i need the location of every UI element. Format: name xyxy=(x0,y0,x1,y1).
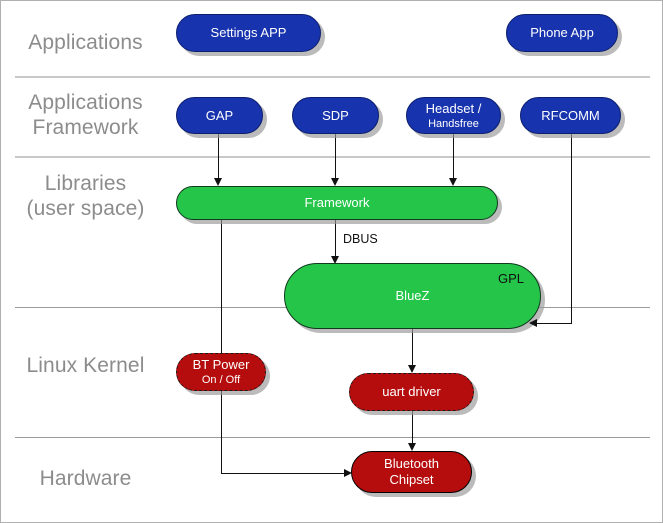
edge-bluez-to-uart-line xyxy=(412,329,413,366)
edge-rfcomm-to-bluez-hline xyxy=(535,323,572,324)
edge-gap-to-framework-arrow xyxy=(213,178,222,186)
node-bluez-license-tag: GPL xyxy=(497,271,524,286)
node-bt-power-subtitle: On / Off xyxy=(201,374,241,386)
node-bt-power[interactable]: BT Power On / Off xyxy=(176,353,266,391)
node-framework-title: Framework xyxy=(304,195,370,210)
node-sdp[interactable]: SDP xyxy=(292,97,379,134)
node-settings-app[interactable]: Settings APP xyxy=(176,14,321,52)
edge-sdp-to-framework-line xyxy=(335,134,336,179)
node-phone-app[interactable]: Phone App xyxy=(506,14,618,52)
layer-label-libraries: Libraries (user space) xyxy=(26,172,145,220)
edge-headset-to-framework-arrow xyxy=(448,178,457,186)
node-bt-power-title: BT Power xyxy=(192,357,250,372)
node-sdp-title: SDP xyxy=(322,107,349,123)
layer-label-linux-kernel: Linux Kernel xyxy=(26,354,145,377)
layer-label-applications: Applications xyxy=(28,31,143,54)
node-rfcomm-title: RFCOMM xyxy=(541,107,600,123)
node-framework[interactable]: Framework xyxy=(176,186,498,220)
node-gap[interactable]: GAP xyxy=(176,97,263,134)
node-rfcomm[interactable]: RFCOMM xyxy=(520,97,621,134)
edge-framework-to-bluez-arrow xyxy=(330,256,339,264)
edge-uart-to-chipset-arrow xyxy=(407,443,416,451)
edge-uart-to-chipset-line xyxy=(412,411,413,444)
edge-rfcomm-to-bluez-arrow xyxy=(529,318,537,327)
edge-rfcomm-to-bluez-vline xyxy=(571,134,572,324)
edge-gap-to-framework-line xyxy=(218,134,219,179)
divider-kernel xyxy=(15,437,650,438)
edge-bluez-to-uart-arrow xyxy=(407,365,416,373)
edge-sdp-to-framework-arrow xyxy=(330,178,339,186)
node-uart-driver-title: uart driver xyxy=(382,384,441,399)
node-headset-handsfree-subtitle: Handsfree xyxy=(428,117,479,130)
node-uart-driver[interactable]: uart driver xyxy=(349,373,474,411)
edge-framework-to-bluez-line xyxy=(335,219,336,257)
layer-label-applications-framework: Applications Framework xyxy=(28,91,143,139)
node-bluez-title: BlueZ xyxy=(395,288,430,303)
edge-framework-to-chipset-vline xyxy=(221,219,222,473)
node-phone-app-title: Phone App xyxy=(530,25,594,40)
node-bluez[interactable]: GPL BlueZ xyxy=(284,263,541,329)
node-headset-handsfree[interactable]: Headset / Handsfree xyxy=(406,97,501,134)
node-settings-app-title: Settings APP xyxy=(210,25,287,40)
edge-label-dbus: DBUS xyxy=(343,232,378,246)
divider-framework xyxy=(15,156,650,158)
divider-applications xyxy=(15,76,650,78)
node-bluetooth-chipset-subtitle: Chipset xyxy=(389,472,434,487)
edge-framework-to-chipset-arrow xyxy=(344,468,352,477)
node-headset-handsfree-title: Headset / xyxy=(425,100,482,116)
node-gap-title: GAP xyxy=(205,107,234,123)
edge-framework-to-chipset-hline xyxy=(221,473,345,474)
edge-headset-to-framework-line xyxy=(453,134,454,179)
node-bluetooth-chipset-title: Bluetooth xyxy=(384,456,439,471)
node-bluetooth-chipset[interactable]: Bluetooth Chipset xyxy=(351,451,472,493)
layer-label-hardware: Hardware xyxy=(39,467,132,490)
